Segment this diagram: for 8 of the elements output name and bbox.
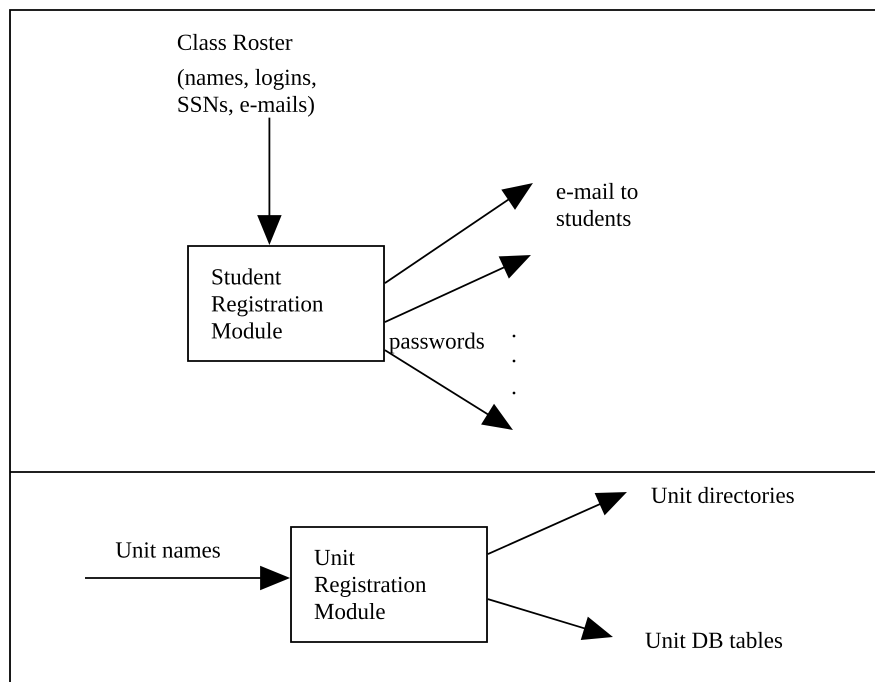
module-box: Unit Registration Module (290, 526, 488, 643)
module-box: Student Registration Module (187, 245, 385, 362)
output-label: Unit DB tables (645, 632, 782, 648)
output-label: Unit directories (651, 486, 794, 504)
edge-label: Unit names (116, 542, 220, 558)
text-label: passwords (389, 332, 484, 354)
output-label: e-mail to students (556, 182, 638, 226)
input-text: Class Roster (names, logins, SSNs, e-mails) (178, 34, 316, 117)
